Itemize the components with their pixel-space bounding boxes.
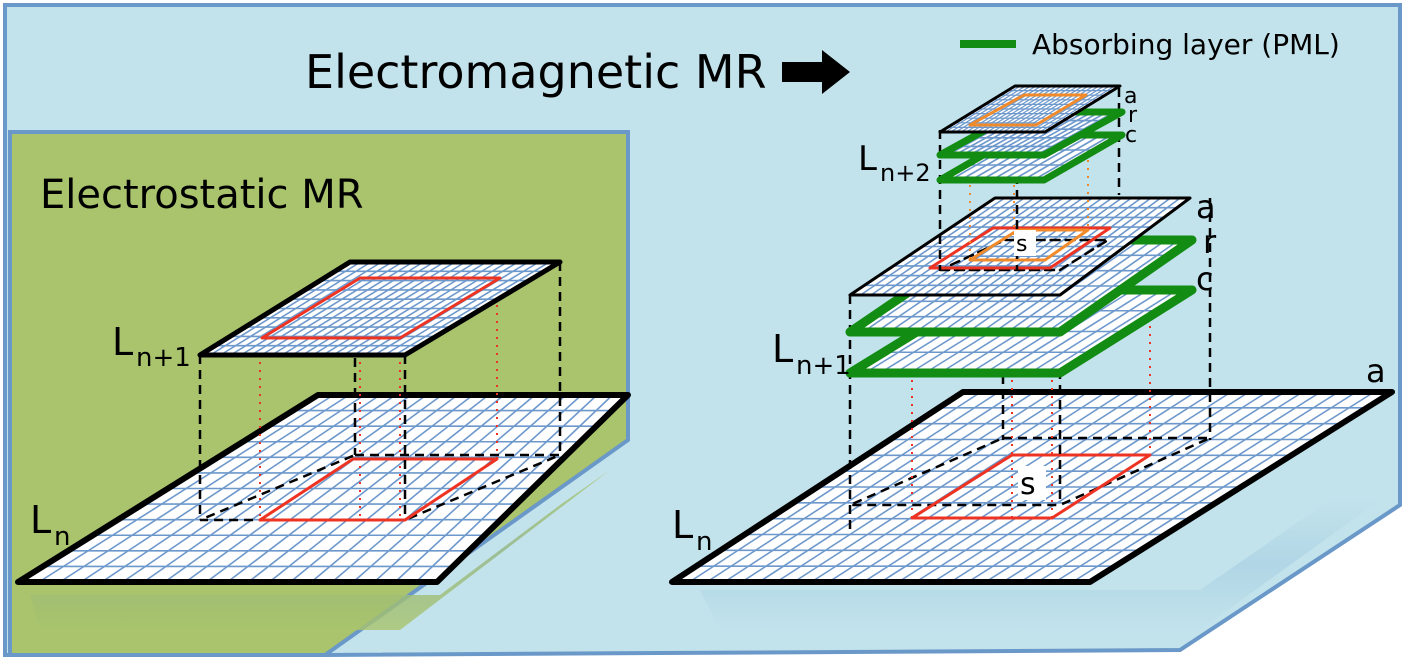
- legend-pml-label: Absorbing layer (PML): [1032, 28, 1340, 61]
- svg-text:L: L: [672, 503, 693, 547]
- svg-text:L: L: [30, 498, 51, 542]
- svg-text:n+2: n+2: [880, 159, 931, 187]
- electrostatic-panel-shadow: [30, 470, 610, 630]
- em-ln1-plate-a-border: [848, 196, 1192, 297]
- em-ln-plate-border: [669, 389, 1395, 585]
- electromagnetic-title: Electromagnetic MR: [305, 45, 767, 99]
- em-label-ln1: L n+1: [772, 327, 851, 381]
- em-label-s-ln-bg: [1018, 466, 1046, 500]
- em-ln2-plate-r-grid-line: [1021, 111, 1101, 156]
- electrostatic-title: Electrostatic MR: [40, 172, 364, 218]
- electromagnetic-panel-shadow: [700, 500, 1380, 630]
- em-label-r-ln2: r: [1128, 103, 1138, 128]
- em-ln2-plate-c-grid-line: [1012, 134, 1092, 181]
- em-ln2-plate-c-grid-line: [1022, 134, 1102, 181]
- svg-text:n+1: n+1: [136, 343, 191, 373]
- svg-text:L: L: [772, 327, 793, 371]
- em-label-c-ln1: c: [1196, 260, 1214, 298]
- em-label-a-ln: a: [1366, 352, 1386, 390]
- right-arrow-icon: [782, 50, 850, 94]
- svg-text:n: n: [54, 522, 70, 552]
- em-projection-outline: [849, 436, 1211, 507]
- em-label-s-ln: s: [1020, 467, 1036, 502]
- es-ln1-plate-border: [197, 259, 563, 358]
- svg-text:L: L: [858, 139, 877, 179]
- svg-text:n: n: [696, 527, 712, 557]
- em-label-s-ln1: s: [1016, 232, 1027, 257]
- em-ln2-plate-r-grid-line: [1006, 111, 1086, 156]
- em-label-ln: L n: [672, 503, 712, 557]
- em-ln2-plate-a-border: [938, 84, 1122, 134]
- es-ln-plate-border: [15, 392, 631, 585]
- es-label-ln1: L n+1: [112, 320, 191, 373]
- em-inner-source-ln1: [968, 228, 1090, 262]
- es-label-ln: L n: [30, 498, 70, 552]
- electromagnetic-diagram: [669, 84, 1395, 585]
- es-source-region-ln1: [260, 276, 502, 340]
- em-ln2-plate-r-grid-line: [1013, 111, 1093, 156]
- em-ln2-plate-r-grid-line: [1028, 111, 1108, 156]
- svg-text:n+1: n+1: [796, 351, 851, 381]
- em-ln2-plate-r-grid-line: [1036, 111, 1115, 156]
- em-ln2-plate-c-grid-line: [1033, 134, 1112, 181]
- em-inner-source-ln2: [968, 93, 1088, 127]
- electrostatic-diagram: [15, 259, 631, 585]
- em-label-ln2: L n+2: [858, 139, 931, 187]
- em-label-s-ln1-bg: [1014, 230, 1036, 256]
- em-label-a-ln1: a: [1196, 188, 1216, 226]
- es-projection-outline: [199, 453, 561, 522]
- em-label-r-ln1: r: [1203, 223, 1217, 261]
- em-label-a-ln2: a: [1124, 84, 1137, 109]
- em-label-c-ln2: c: [1125, 123, 1137, 148]
- em-source-region-ln1: [928, 226, 1112, 270]
- svg-text:L: L: [112, 320, 133, 364]
